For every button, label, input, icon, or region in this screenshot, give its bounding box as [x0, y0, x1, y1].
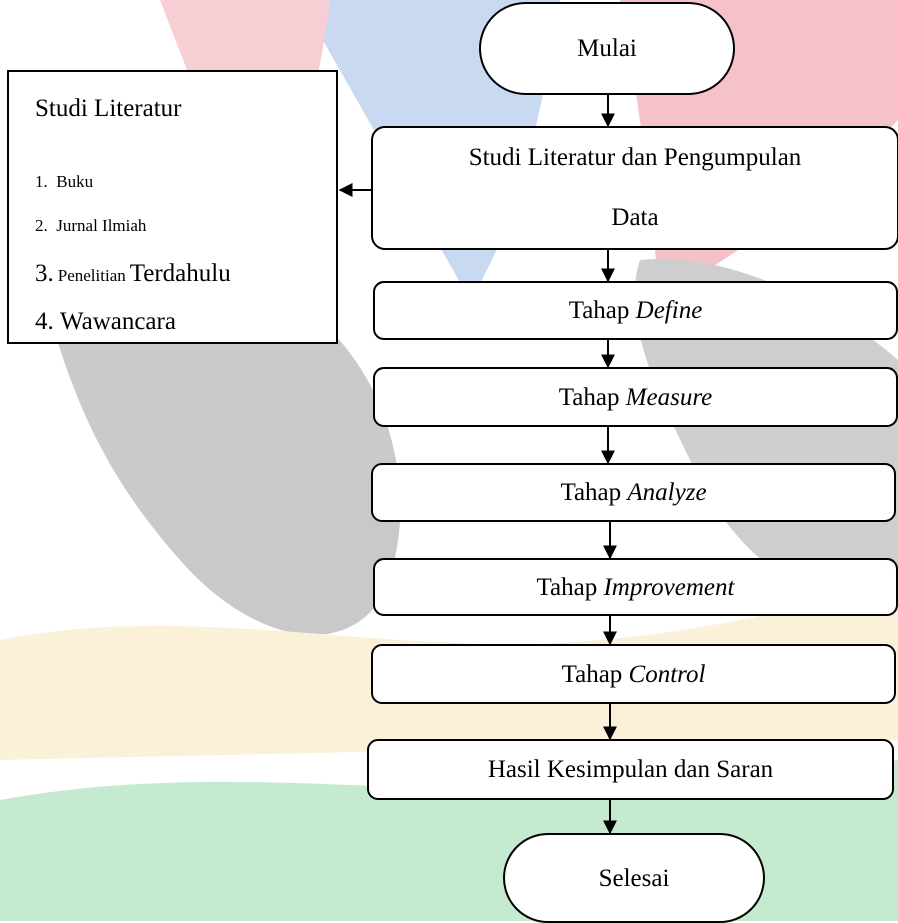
measure-prefix: Tahap: [558, 383, 626, 411]
analyze-node: Tahap Analyze: [371, 463, 896, 522]
define-term: Define: [635, 297, 703, 324]
end-node: Selesai: [503, 833, 765, 923]
list-text-journals: Jurnal Ilmiah: [56, 216, 147, 235]
list-text-books: Buku: [56, 172, 94, 191]
list-number-1: 1.: [35, 172, 48, 191]
step1-label-line2: Data: [611, 204, 659, 231]
start-label: Mulai: [577, 35, 637, 62]
list-item-interview: 4. Wawancara: [35, 308, 176, 336]
conclusion-node: Hasil Kesimpulan dan Saran: [367, 739, 894, 800]
list-text-research: Penelitian: [57, 266, 126, 285]
improvement-prefix: Tahap: [536, 573, 604, 601]
define-node: Tahap Define: [373, 281, 898, 340]
improvement-label: Tahap Improvement: [537, 575, 735, 600]
measure-label: Tahap Measure: [559, 385, 713, 410]
literature-sources-title: Studi Literatur: [35, 95, 182, 122]
control-node: Tahap Control: [371, 644, 896, 704]
control-term: Control: [628, 660, 706, 688]
define-prefix: Tahap: [568, 297, 636, 324]
conclusion-label: Hasil Kesimpulan dan Saran: [487, 756, 774, 783]
control-prefix: Tahap: [561, 660, 629, 688]
list-text-previous: Terdahulu: [129, 260, 231, 287]
list-item-journals: 2. Jurnal Ilmiah: [35, 216, 146, 236]
list-number-4: 4.: [35, 308, 54, 335]
measure-node: Tahap Measure: [373, 367, 898, 427]
control-label: Tahap Control: [562, 662, 706, 687]
list-item-books: 1. Buku: [35, 172, 93, 192]
literature-data-collection-node: Studi Literatur dan Pengumpulan Data: [371, 126, 898, 250]
analyze-label: Tahap Analyze: [560, 480, 706, 505]
list-text-interview: Wawancara: [60, 308, 176, 335]
improvement-node: Tahap Improvement: [373, 558, 898, 616]
measure-term: Measure: [625, 383, 713, 411]
end-label: Selesai: [598, 864, 670, 892]
literature-sources-box: Studi Literatur 1. Buku 2. Jurnal Ilmiah…: [7, 70, 338, 344]
list-item-previous-research: 3. Penelitian Terdahulu: [35, 260, 231, 288]
list-number-2: 2.: [35, 216, 48, 235]
improvement-term: Improvement: [603, 573, 735, 601]
analyze-prefix: Tahap: [560, 479, 628, 506]
list-number-3: 3.: [35, 260, 54, 287]
define-label: Tahap Define: [569, 298, 703, 323]
step1-label-line1: Studi Literatur dan Pengumpulan: [468, 144, 802, 171]
start-node: Mulai: [479, 2, 735, 95]
analyze-term: Analyze: [627, 479, 707, 506]
